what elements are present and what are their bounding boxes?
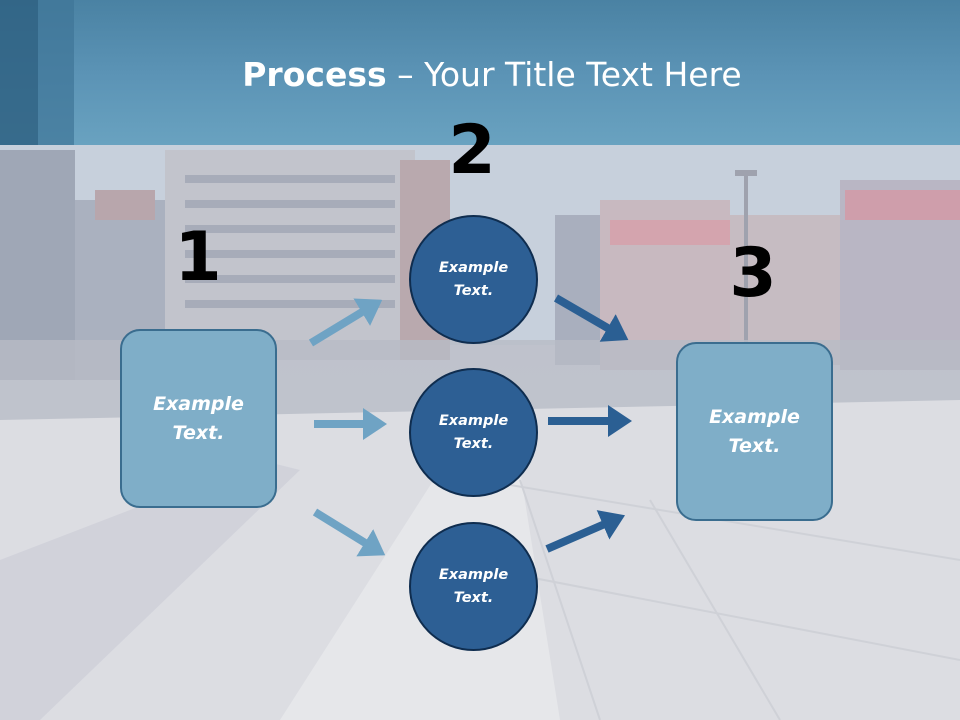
step-number-1: 1: [174, 218, 222, 297]
title-banner: Process – Your Title Text Here: [0, 0, 960, 145]
circle-1-label: Example Text.: [438, 259, 509, 299]
banner-accent-stripe: [0, 0, 38, 145]
step-number-2: 2: [448, 111, 496, 190]
step-3-label: Example Text.: [709, 405, 800, 457]
step-1-label: Example Text.: [153, 392, 244, 444]
circle-3-label: Example Text.: [438, 566, 509, 606]
step-number-3: 3: [729, 234, 777, 313]
banner-accent-stripe-2: [38, 0, 74, 145]
step-3-box[interactable]: Example Text.: [676, 342, 833, 521]
slide-title: Process – Your Title Text Here: [0, 53, 960, 97]
title-bold: Process: [242, 55, 387, 94]
step-2-circle-3[interactable]: Example Text.: [409, 522, 538, 651]
step-2-circle-1[interactable]: Example Text.: [409, 215, 538, 344]
step-2-circle-2[interactable]: Example Text.: [409, 368, 538, 497]
title-rest: – Your Title Text Here: [386, 55, 742, 94]
step-1-box[interactable]: Example Text.: [120, 329, 277, 508]
circle-2-label: Example Text.: [438, 412, 509, 452]
